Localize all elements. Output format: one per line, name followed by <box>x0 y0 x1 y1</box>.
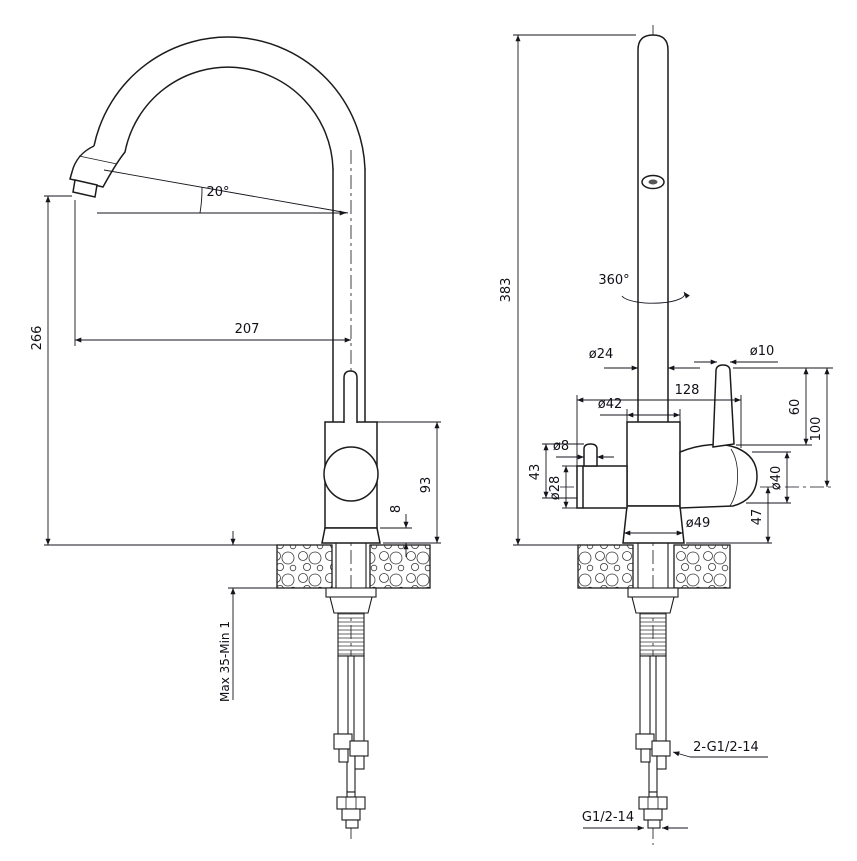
spout-outer-arc <box>93 36 366 170</box>
dim-base-dia: ø49 <box>624 516 711 536</box>
dim-body-height-label: 93 <box>419 477 434 494</box>
dim-swivel-angle: 360° <box>598 273 690 304</box>
handle-base <box>679 443 758 509</box>
dim-side-height-label: 43 <box>528 464 543 481</box>
dim-body-dia-label: ø42 <box>598 397 623 412</box>
side-view: 20° 207 266 93 8 <box>30 36 441 842</box>
dim-outlet-height: 266 <box>30 195 277 546</box>
front-faucet-geometry <box>576 34 758 544</box>
dim-total-height: 383 <box>499 34 636 546</box>
counter-block-right <box>673 544 731 589</box>
dim-spout-angle-label: 20° <box>206 185 229 200</box>
dim-column-dia: ø24 <box>589 347 700 371</box>
body-sphere-joint <box>323 446 379 502</box>
label-hoses-thread-text: 2-G1/2-14 <box>693 740 759 755</box>
dim-base-dia-label: ø49 <box>686 516 711 531</box>
dim-side-knob-dia-label: ø8 <box>553 439 569 454</box>
dim-spout-reach: 207 <box>74 200 351 346</box>
label-hoses-thread: 2-G1/2-14 <box>672 740 768 758</box>
dim-spout-reach-label: 207 <box>235 322 260 337</box>
dim-overall-width-label: 128 <box>675 383 700 398</box>
label-shank-thread-text: G1/2-14 <box>582 810 634 825</box>
dim-side-knob-dia: ø8 <box>553 439 614 460</box>
spout-inner-arc <box>124 66 334 170</box>
body-base-flare-front <box>622 505 685 544</box>
dim-outlet-height-label: 266 <box>30 326 45 351</box>
front-view: 383 360° ø24 128 ø10 60 <box>499 25 833 845</box>
dim-spout-angle: 20° <box>97 169 349 216</box>
counter-block-left <box>577 544 634 589</box>
aerator <box>72 179 98 198</box>
dim-overall-width: 128 <box>576 383 742 466</box>
handle-lever-side <box>343 370 358 423</box>
label-shank-thread: G1/2-14 <box>582 810 688 831</box>
dim-lever-dia-label: ø10 <box>750 344 775 359</box>
countertop-section-side <box>276 544 431 589</box>
outlet-ellipse <box>641 174 665 190</box>
dim-side-body-dia: ø28 <box>548 465 577 509</box>
side-valve-knob <box>583 443 598 467</box>
countertop-section-front <box>577 544 731 589</box>
dim-handle-base-dia-label: ø40 <box>769 466 784 491</box>
faucet-body-front <box>626 421 681 507</box>
dim-handle-rise-label: 100 <box>809 417 824 442</box>
dim-lever-length: 60 <box>733 367 833 446</box>
dim-base-step-label: 8 <box>389 505 404 513</box>
dim-side-body-dia-label: ø28 <box>548 476 563 501</box>
counter-block-right <box>369 544 431 589</box>
dim-swivel-angle-label: 360° <box>598 273 629 288</box>
dim-lever-length-label: 60 <box>788 399 803 416</box>
dim-deck-range-label: Max 35-Min 1 <box>218 621 232 702</box>
body-base-flare-side <box>321 527 381 544</box>
dim-body-height: 93 <box>377 421 441 544</box>
dim-handle-rise: 100 <box>809 368 830 487</box>
side-faucet-geometry <box>69 36 381 544</box>
dim-side-height: 43 <box>528 443 584 499</box>
dim-column-dia-label: ø24 <box>589 347 614 362</box>
outlet-center <box>648 179 658 185</box>
spout-column-front <box>637 34 669 422</box>
dim-deck-range: Max 35-Min 1 <box>218 531 277 702</box>
spout-tip <box>69 145 126 188</box>
dim-total-height-label: 383 <box>499 278 514 303</box>
dim-base-height: 47 <box>686 487 772 544</box>
counter-block-left <box>276 544 333 589</box>
dim-body-dia: ø42 <box>598 397 681 422</box>
dim-base-step: 8 <box>380 505 412 557</box>
side-valve-body <box>576 465 628 509</box>
dim-lever-dia: ø10 <box>694 344 778 365</box>
handle-lever-front <box>712 364 735 448</box>
dim-base-height-label: 47 <box>750 509 765 526</box>
